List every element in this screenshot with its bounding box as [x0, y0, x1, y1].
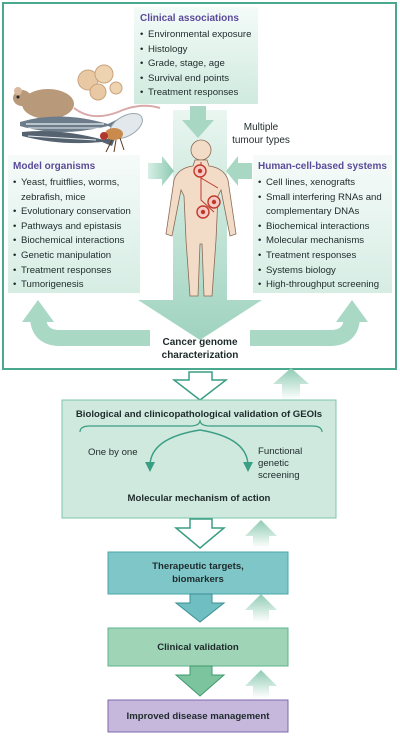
mouse-illustration: [13, 87, 161, 119]
yeast-illustration: [77, 64, 123, 101]
list-item: Yeast, fruitflies, worms,: [13, 176, 131, 191]
multiple-line-2: tumour types: [232, 135, 290, 146]
list-item: Molecular mechanisms: [258, 234, 382, 249]
list-item: Environmental exposure: [140, 28, 251, 43]
human-cell-title: Human-cell-based systems: [258, 161, 387, 172]
right-inward-arrow: [226, 156, 252, 186]
one-by-one-label: One by one: [88, 447, 138, 458]
list-item: Systems biology: [258, 264, 382, 279]
clinical-validation-label: Clinical validation: [157, 642, 239, 653]
up-arrow-4: [245, 670, 277, 698]
one-by-one-arrow: [149, 429, 201, 467]
list-item: Treatment responses: [258, 249, 382, 264]
list-item: Treatment responses: [13, 264, 131, 279]
right-return-arrowhead: [336, 300, 368, 322]
list-item: Survival end points: [140, 72, 251, 87]
up-arrow-3: [245, 594, 277, 622]
functional-arrow: [199, 429, 249, 467]
functional-line-2: genetic: [258, 458, 289, 469]
functional-arrowhead: [243, 462, 253, 472]
list-item: Biochemical interactions: [258, 220, 382, 235]
list-item: Tumorigenesis: [13, 278, 131, 293]
multiple-line-1: Multiple: [243, 122, 279, 133]
list-item: High-throughput screening: [258, 278, 382, 293]
clinical-associations-title: Clinical associations: [140, 13, 239, 24]
down-arrow-1: [171, 371, 229, 401]
down-arrow-3: [174, 593, 226, 623]
improved-disease-label: Improved disease management: [126, 711, 270, 722]
validation-box: [61, 399, 337, 519]
functional-screening-label: Functional genetic screening: [258, 446, 302, 482]
list-item: Evolutionary conservation: [13, 205, 131, 220]
multiple-tumour-label: Multiple tumour types: [218, 121, 304, 147]
targets-box: [107, 551, 289, 595]
cancer-line-2: characterization: [161, 350, 239, 361]
list-item: Grade, stage, age: [140, 57, 251, 72]
validation-title: Biological and clinicopathological valid…: [75, 409, 323, 420]
validation-brace: [79, 419, 323, 433]
human-cell-list: Cell lines, xenografts Small interfering…: [258, 176, 382, 293]
down-arrow-4: [174, 665, 226, 697]
up-arrow-1: [273, 368, 309, 400]
model-organisms-title: Model organisms: [13, 161, 96, 172]
functional-line-3: screening: [258, 470, 300, 481]
list-item: Biochemical interactions: [13, 234, 131, 249]
functional-line-1: Functional: [258, 446, 303, 457]
human-body-illustration: [165, 139, 237, 297]
targets-line-2: biomarkers: [172, 574, 224, 585]
list-item: Pathways and epistasis: [13, 220, 131, 235]
up-arrow-2: [245, 520, 277, 548]
cancer-genome-label: Cancer genome characterization: [140, 336, 260, 362]
clinical-down-arrow: [182, 106, 214, 138]
list-item: Small interfering RNAs and: [258, 191, 382, 206]
zebrafish-illustration: [20, 116, 120, 146]
list-item-continuation: zebrafish, mice: [21, 191, 86, 203]
list-item: Cell lines, xenografts: [258, 176, 382, 191]
fruitfly-illustration: [100, 113, 143, 153]
clinical-associations-list: Environmental exposure Histology Grade, …: [140, 28, 251, 101]
cancer-line-1: Cancer genome: [162, 337, 238, 348]
list-item: Histology: [140, 43, 251, 58]
clinical-validation-box: [107, 627, 289, 667]
list-item: Treatment responses: [140, 86, 251, 101]
list-item: Genetic manipulation: [13, 249, 131, 264]
improved-box: [107, 699, 289, 733]
targets-line-1: Therapeutic targets,: [152, 561, 244, 572]
therapeutic-targets-label: Therapeutic targets, biomarkers: [108, 560, 288, 586]
one-by-one-arrowhead: [145, 462, 155, 472]
left-inward-arrow: [148, 156, 174, 186]
list-item-continuation: complementary DNAs: [266, 206, 360, 218]
left-return-arrowhead: [22, 300, 54, 322]
model-organisms-list: Yeast, fruitflies, worms, zebrafish, mic…: [13, 176, 131, 293]
tumour-targets: [193, 164, 221, 219]
mechanism-label: Molecular mechanism of action: [127, 493, 271, 504]
down-arrow-2: [173, 518, 227, 549]
